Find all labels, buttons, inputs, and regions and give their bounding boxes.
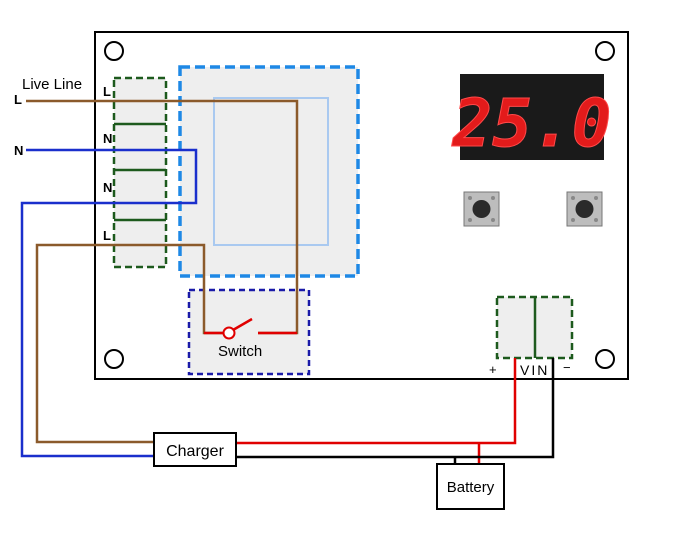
neutral-wire — [20, 148, 198, 458]
terminal-block — [112, 76, 168, 269]
wire-L-label: L — [14, 92, 22, 107]
battery-box — [436, 463, 505, 510]
negative-wire — [236, 358, 555, 459]
wire-N-label: N — [14, 143, 23, 158]
display-reading: 25.0 — [452, 85, 612, 162]
mount-hole-icon — [595, 349, 615, 369]
vin-minus-label: − — [563, 360, 571, 375]
live-line-label: Live Line — [22, 76, 82, 93]
positive-wire — [236, 358, 517, 445]
charger-label: Charger — [166, 443, 224, 460]
vin-label: VIN — [520, 362, 549, 378]
charger-box — [153, 432, 237, 467]
switch-label: Switch — [218, 343, 262, 360]
terminal-label-1: L — [103, 84, 111, 99]
seven-segment-display — [460, 74, 604, 160]
switch-symbol — [204, 317, 297, 340]
terminal-label-2: N — [103, 131, 112, 146]
terminal-label-3: N — [103, 180, 112, 195]
mount-hole-icon — [104, 41, 124, 61]
mount-hole-icon — [104, 349, 124, 369]
vin-plus-label: + — [489, 362, 497, 377]
live-wire-to-switch — [35, 243, 155, 444]
push-button-left[interactable] — [463, 191, 500, 227]
terminal-label-4: L — [103, 228, 111, 243]
battery-label: Battery — [447, 479, 495, 496]
mount-hole-icon — [595, 41, 615, 61]
relay-inner — [213, 97, 329, 246]
push-button-right[interactable] — [566, 191, 603, 227]
terminal-separators — [114, 122, 166, 222]
